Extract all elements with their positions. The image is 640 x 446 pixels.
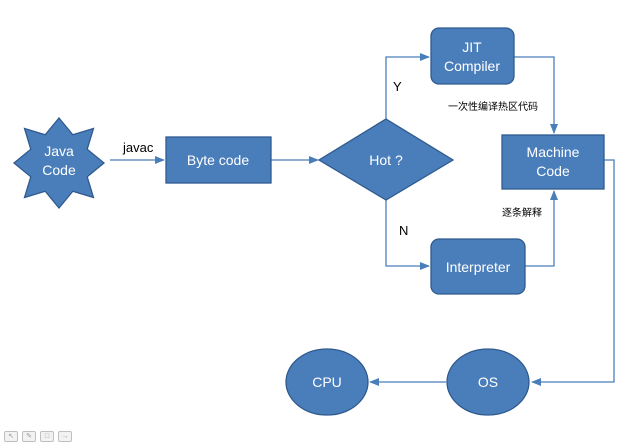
hot-decision-label: Hot ?	[369, 152, 403, 168]
os-node: OS	[446, 348, 530, 416]
machine-code-label-line2: Code	[536, 163, 570, 179]
byte-code-node: Byte code	[165, 136, 272, 184]
edge-interpreter-to-machine	[525, 190, 558, 267]
java-code-node: Java Code	[12, 116, 106, 210]
machine-code-label-line1: Machine	[527, 144, 580, 160]
cpu-label: CPU	[312, 374, 342, 390]
jit-compiler-label-line2: Compiler	[444, 58, 500, 74]
edge-jit-to-machine	[514, 56, 558, 134]
edge-hot-to-jit	[385, 53, 430, 119]
slideshow-toolbar: ↖ ✎ □ →	[4, 431, 72, 442]
interpreter-label: Interpreter	[446, 259, 511, 275]
machine-code-node: Machine Code	[501, 134, 605, 190]
forward-icon[interactable]: →	[58, 431, 72, 442]
jit-note-label: 一次性编译热区代码	[448, 100, 538, 113]
java-code-label-line1: Java	[44, 143, 74, 159]
cpu-node: CPU	[285, 348, 369, 416]
edge-hot-to-interpreter	[385, 200, 430, 270]
jit-compiler-node: JIT Compiler	[430, 27, 515, 85]
no-label: N	[399, 223, 408, 238]
byte-code-label: Byte code	[187, 152, 249, 168]
pointer-icon[interactable]: ↖	[4, 431, 18, 442]
javac-label: javac	[122, 140, 154, 155]
pen-icon[interactable]: ✎	[22, 431, 36, 442]
hot-decision-node: Hot ?	[317, 118, 455, 201]
java-code-label-line2: Code	[42, 162, 76, 178]
jit-compiler-label-line1: JIT	[462, 39, 482, 55]
edge-machine-to-os	[531, 159, 615, 386]
yes-label: Y	[393, 79, 402, 94]
slide-icon[interactable]: □	[40, 431, 54, 442]
interpreter-node: Interpreter	[430, 238, 526, 295]
interpreter-note-label: 逐条解释	[502, 206, 542, 219]
os-label: OS	[478, 374, 498, 390]
